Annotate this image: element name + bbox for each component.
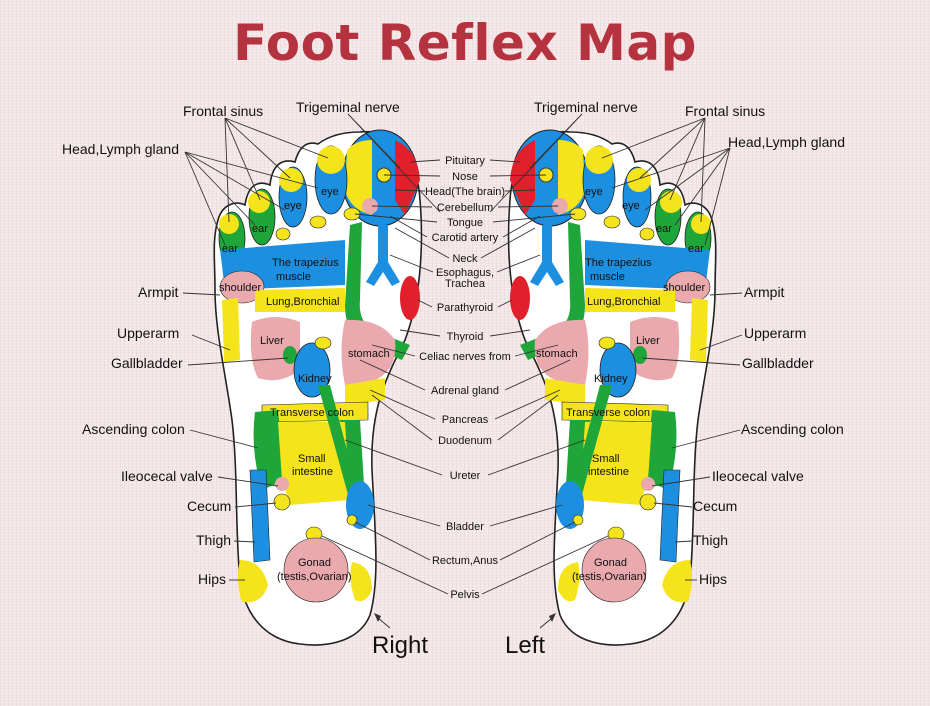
zone-kidney-left: Kidney xyxy=(594,373,628,385)
zone-gonad-right-1: Gonad xyxy=(298,557,331,569)
label-cerebellum: Cerebellum xyxy=(437,202,493,214)
label-armpit-left: Armpit xyxy=(744,284,785,300)
label-gallbladder-right: Gallbladder xyxy=(111,355,183,371)
zone-eye-right-2: eye xyxy=(284,200,302,212)
right-leader-lines xyxy=(182,117,329,581)
zone-shoulder-left: shoulder xyxy=(663,282,706,294)
label-left-foot: Left xyxy=(505,632,545,659)
zone-small-left-1: Small xyxy=(592,453,620,465)
label-upperarm-left: Upperarm xyxy=(744,325,806,341)
label-ascending-colon-left: Ascending colon xyxy=(741,421,844,437)
label-hips-right: Hips xyxy=(198,571,226,587)
zone-transverse-left: Transverse colon xyxy=(566,407,650,419)
label-ascending-colon-right: Ascending colon xyxy=(82,421,185,437)
label-thigh-left: Thigh xyxy=(693,532,728,548)
label-hips-left: Hips xyxy=(699,571,727,587)
label-armpit-right: Armpit xyxy=(138,284,179,300)
zone-small-left-2: intestine xyxy=(588,466,629,478)
label-pelvis: Pelvis xyxy=(450,589,480,601)
zone-stomach-right: stomach xyxy=(348,348,390,360)
zone-ear-left-2: ear xyxy=(688,243,704,255)
page-title: Foot Reflex Map xyxy=(233,14,697,72)
zone-kidney-right: Kidney xyxy=(298,373,332,385)
zone-ear-left-1: ear xyxy=(656,223,672,235)
label-ileocecal-right: Ileocecal valve xyxy=(121,468,213,484)
label-trachea: Trachea xyxy=(445,278,486,290)
label-head-brain: Head(The brain) xyxy=(425,186,505,198)
label-upperarm-right: Upperarm xyxy=(117,325,179,341)
label-parathyroid: Parathyroid xyxy=(437,302,493,314)
label-cecum-left: Cecum xyxy=(693,498,737,514)
label-thigh-right: Thigh xyxy=(196,532,231,548)
label-esophagus: Esophagus, xyxy=(436,267,494,279)
left-leader-lines xyxy=(601,117,743,581)
zone-eye-left-1: eye xyxy=(585,186,603,198)
label-rectum: Rectum,Anus xyxy=(432,555,499,567)
zone-ear-right-1: ear xyxy=(252,223,268,235)
zone-trapezius-left-2: muscle xyxy=(590,271,625,283)
label-celiac: Celiac nerves from xyxy=(419,351,511,363)
zone-liver-left: Liver xyxy=(636,335,660,347)
label-adrenal: Adrenal gland xyxy=(431,385,499,397)
zone-stomach-left: stomach xyxy=(536,348,578,360)
zone-transverse-right: Transverse colon xyxy=(270,407,354,419)
label-pancreas: Pancreas xyxy=(442,414,489,426)
label-nose: Nose xyxy=(452,171,478,183)
zone-gonad-left-1: Gonad xyxy=(594,557,627,569)
label-carotid: Carotid artery xyxy=(432,232,499,244)
zone-lung-left: Lung,Bronchial xyxy=(587,296,660,308)
zone-gonad-right-2: (testis,Ovarian) xyxy=(277,571,352,583)
label-duodenum: Duodenum xyxy=(438,435,492,447)
label-bladder: Bladder xyxy=(446,521,484,533)
label-head-lymph-right: Head,Lymph gland xyxy=(62,141,179,157)
zone-lung-right: Lung,Bronchial xyxy=(266,296,339,308)
label-cecum-right: Cecum xyxy=(187,498,231,514)
label-pituitary: Pituitary xyxy=(445,155,485,167)
label-frontal-sinus-right: Frontal sinus xyxy=(183,103,263,119)
label-thyroid: Thyroid xyxy=(447,331,484,343)
zone-trapezius-right-1: The trapezius xyxy=(272,257,339,269)
label-trigeminal-left: Trigeminal nerve xyxy=(534,99,638,115)
zone-small-right-1: Small xyxy=(298,453,326,465)
zone-eye-right-1: eye xyxy=(321,186,339,198)
label-frontal-sinus-left: Frontal sinus xyxy=(685,103,765,119)
label-right-foot: Right xyxy=(372,632,428,659)
label-trigeminal-right: Trigeminal nerve xyxy=(296,99,400,115)
label-neck: Neck xyxy=(452,253,478,265)
zone-eye-left-2: eye xyxy=(622,200,640,212)
zone-shoulder-right: shoulder xyxy=(219,282,262,294)
zone-ear-right-2: ear xyxy=(222,243,238,255)
center-leader-lines xyxy=(321,113,609,595)
label-gallbladder-left: Gallbladder xyxy=(742,355,814,371)
label-head-lymph-left: Head,Lymph gland xyxy=(728,134,845,150)
zone-liver-right: Liver xyxy=(260,335,284,347)
label-ureter: Ureter xyxy=(450,470,481,482)
label-ileocecal-left: Ileocecal valve xyxy=(712,468,804,484)
zone-trapezius-right-2: muscle xyxy=(276,271,311,283)
zone-gonad-left-2: (testis,Ovarian) xyxy=(572,571,647,583)
zone-trapezius-left-1: The trapezius xyxy=(585,257,652,269)
zone-small-right-2: intestine xyxy=(292,466,333,478)
label-tongue: Tongue xyxy=(447,217,483,229)
